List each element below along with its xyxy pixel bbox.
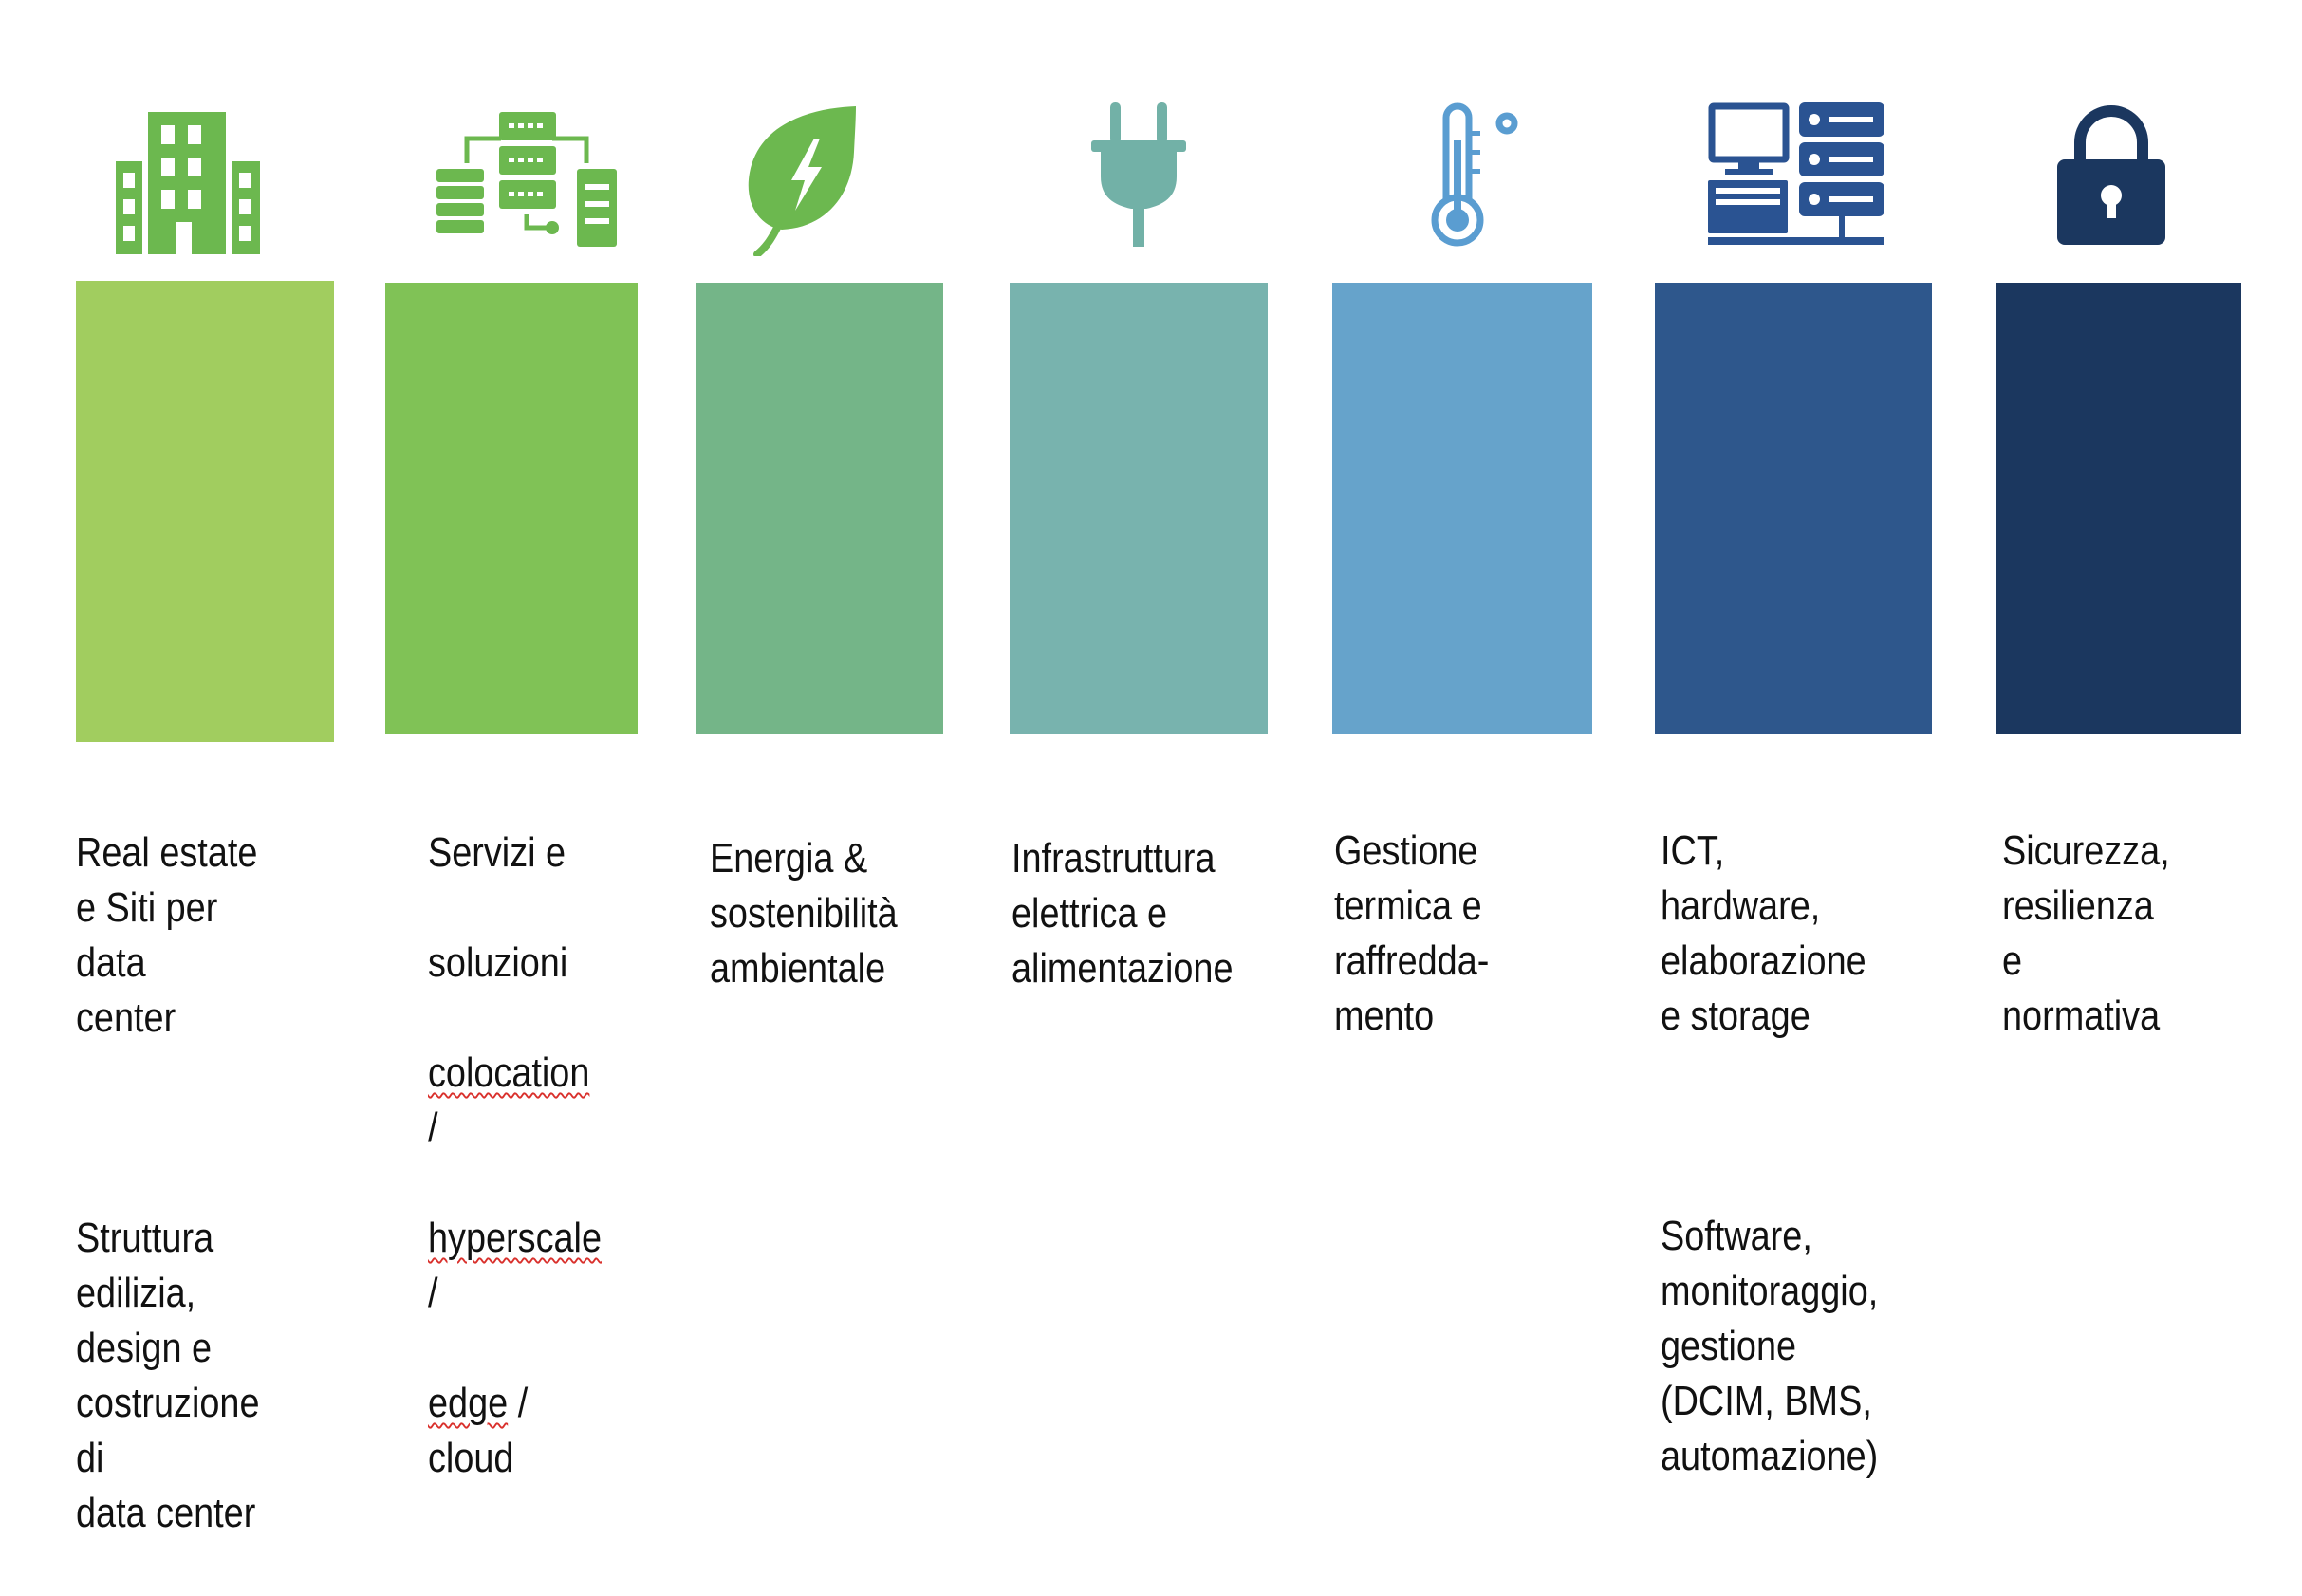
category-title: Energia & sostenibilità ambientale (710, 835, 898, 992)
buildings-icon (116, 112, 260, 254)
category-title: Infrastruttura elettrica e alimentazione (1012, 835, 1234, 992)
category-title: ICT, hardware, elaborazione e storage (1661, 827, 1866, 1039)
separator: / (428, 1104, 438, 1151)
category-bar-ict (1655, 283, 1932, 734)
category-bar-infrastruttura (1010, 283, 1268, 734)
category-label-ict: ICT, hardware, elaborazione e storage So… (1661, 769, 1878, 1539)
padlock-icon (2057, 104, 2165, 245)
canvas: { "columns": [ { "id": "real-estate", "i… (76, 102, 2241, 1536)
label-line: soluzioni (428, 939, 568, 986)
label-line: Servizi e (428, 829, 566, 876)
colocation-term: colocation (428, 1049, 590, 1096)
thermometer-icon (1431, 102, 1522, 247)
category-bar-sicurezza (1996, 283, 2241, 734)
edge-term: edge (428, 1380, 509, 1426)
category-label-real-estate: Real estate e Siti per data center Strut… (76, 770, 260, 1596)
hyperscale-term: hyperscale (428, 1215, 602, 1261)
category-bar-servizi (385, 283, 638, 734)
plug-icon (1091, 102, 1186, 247)
category-bar-energia (696, 283, 943, 734)
leaf-energy-icon (744, 104, 858, 256)
category-title: Real estate e Siti per data center (76, 829, 258, 1041)
category-title: Gestione termica e raffredda- mento (1334, 827, 1490, 1039)
category-label-gestione-termica: Gestione termica e raffredda- mento (1334, 769, 1489, 1099)
separator: / (428, 1270, 438, 1316)
category-label-energia: Energia & sostenibilità ambientale (710, 776, 898, 1051)
category-label-infrastruttura: Infrastruttura elettrica e alimentazione (1012, 776, 1233, 1051)
category-description: Software, monitoraggio, gestione (DCIM, … (1661, 1213, 1879, 1479)
category-title: Sicurezza, resilienza e normativa (2002, 827, 2170, 1039)
category-bar-real-estate (76, 281, 334, 742)
servers-network-icon (436, 112, 617, 247)
category-label-servizi: Servizi e soluzioni colocation / hypersc… (428, 770, 602, 1541)
category-description: Struttura edilizia, design e costruzione… (76, 1215, 260, 1536)
computer-servers-icon (1708, 102, 1884, 245)
category-bar-gestione-termica (1332, 283, 1592, 734)
category-label-sicurezza: Sicurezza, resilienza e normativa (2002, 769, 2170, 1099)
